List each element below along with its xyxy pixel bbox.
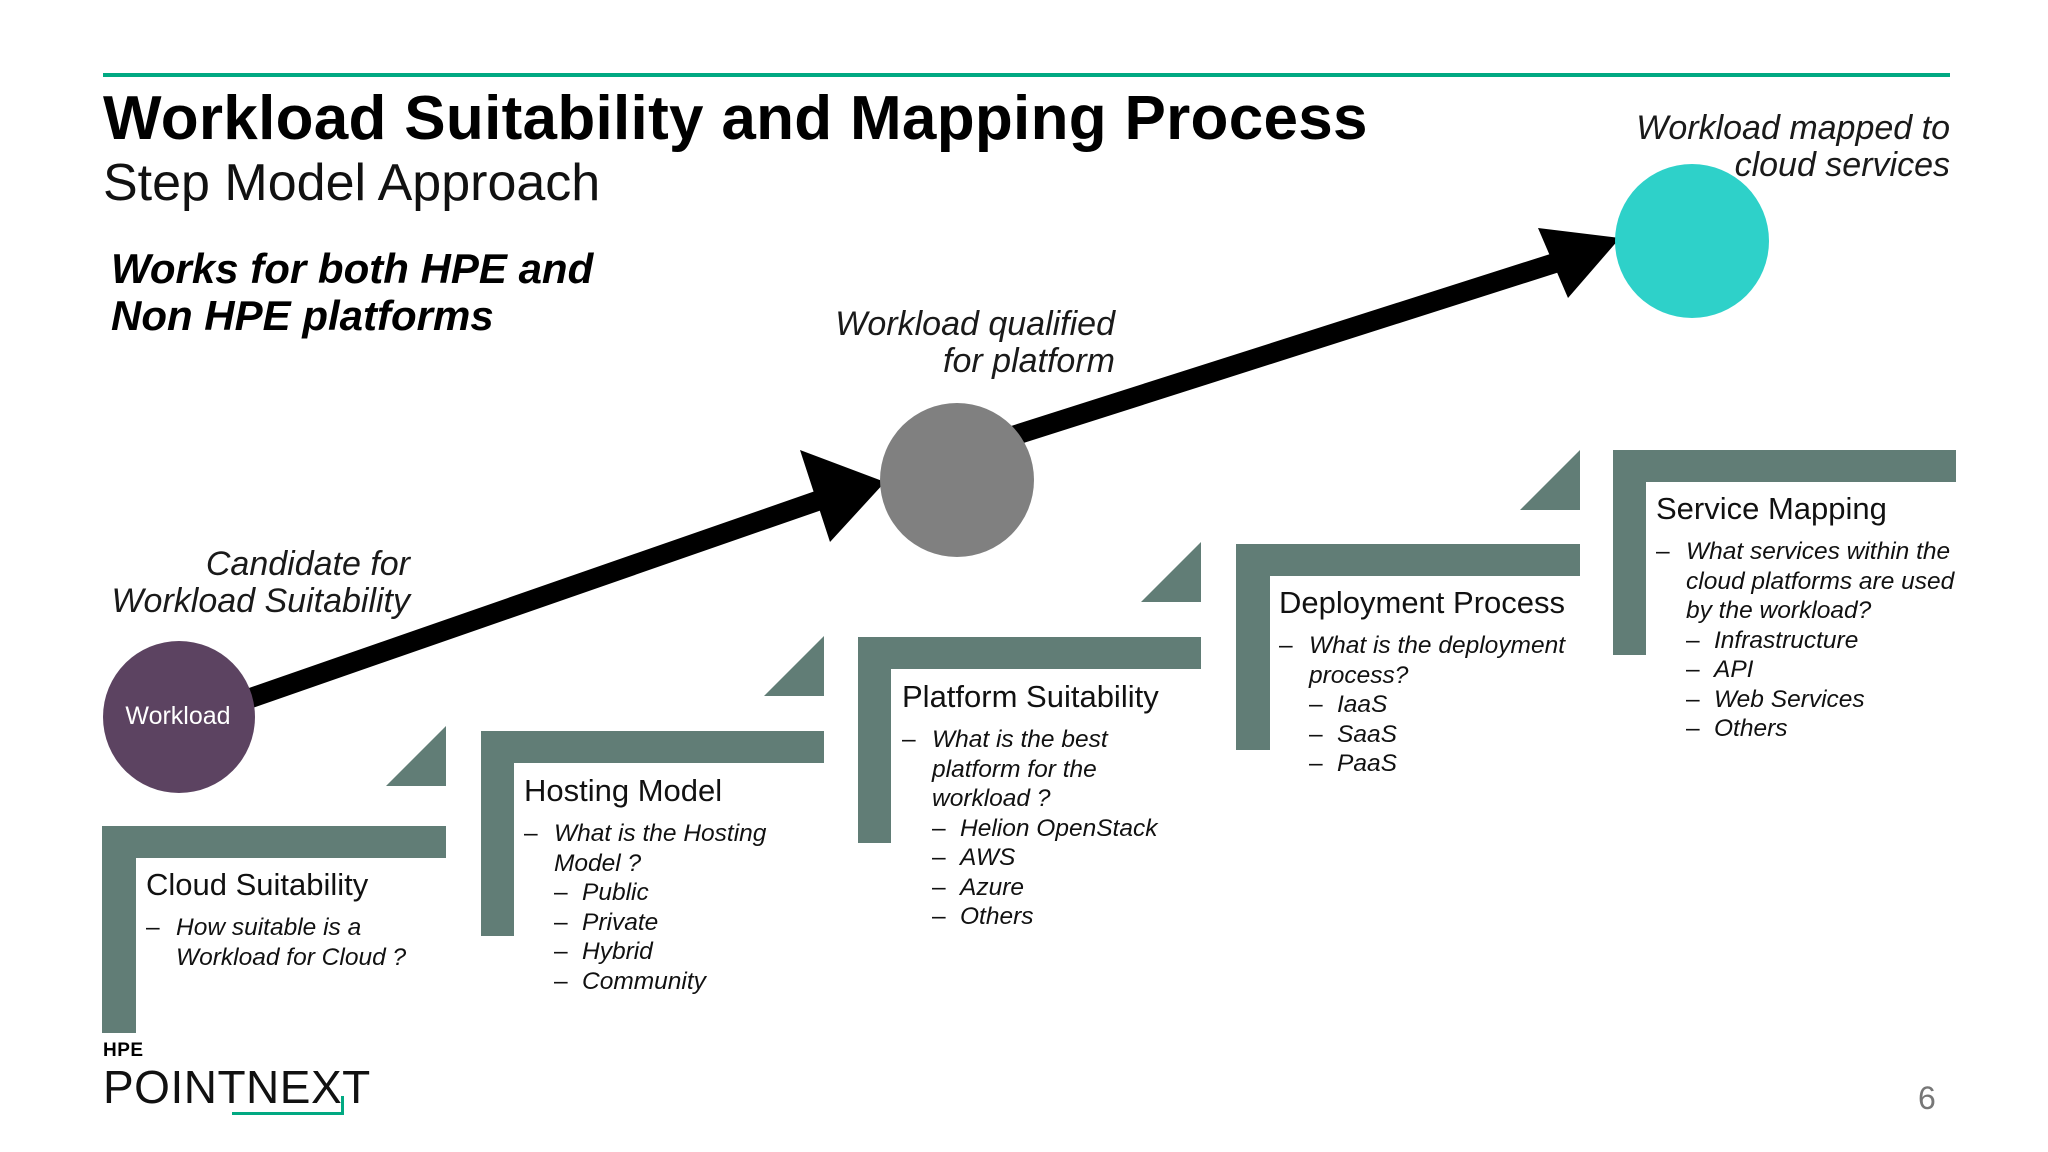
step-question-text: What is the Hosting Model ?: [554, 820, 767, 877]
page-number: 6: [1918, 1080, 1936, 1116]
brand-big-text: POINTNEXT: [103, 1061, 371, 1113]
step-title: Hosting Model: [524, 773, 723, 808]
workload-node-label: Workload: [125, 702, 231, 730]
step-options: Infrastructure API Web Services Others: [1686, 626, 1976, 744]
step-option: Others: [932, 902, 1177, 932]
step-questions: What is the best platform for the worklo…: [902, 725, 1177, 932]
step-title: Cloud Suitability: [146, 867, 369, 902]
step-title: Deployment Process: [1279, 585, 1566, 620]
page-title: Workload Suitability and Mapping Process: [103, 84, 1368, 153]
step-question: What is the best platform for the worklo…: [902, 725, 1177, 932]
brand-underline-tick: [341, 1096, 344, 1115]
step-questions: What is the deployment process? IaaS Saa…: [1279, 631, 1589, 779]
step-corner-triangle: [1520, 450, 1580, 510]
step-option: API: [1686, 655, 1976, 685]
step-bracket-top: [1613, 450, 1956, 482]
step-option: Azure: [932, 873, 1177, 903]
step-bracket-side: [102, 826, 136, 1033]
workload-node: [103, 641, 255, 793]
step-corner-triangle: [764, 636, 824, 696]
step-bracket-top: [481, 731, 824, 763]
step-bracket-side: [481, 731, 514, 936]
step-corner-triangle: [1141, 542, 1201, 602]
step-bracket-top: [1236, 544, 1580, 576]
step-option: AWS: [932, 843, 1177, 873]
brand-logo: HPE POINTNEXT: [103, 1040, 371, 1114]
arrowhead-1: [800, 450, 885, 542]
step-option: IaaS: [1309, 690, 1589, 720]
start-caption: Candidate for Workload Suitability: [111, 545, 410, 620]
step-option: Hybrid: [554, 937, 824, 967]
step-question-text: What is the best platform for the worklo…: [932, 726, 1108, 812]
arrow-line-1: [241, 490, 824, 710]
platform-note-text: Works for both HPE and Non HPE platforms: [111, 245, 594, 339]
step-option: Public: [554, 878, 824, 908]
step-question: How suitable is a Workload for Cloud ?: [146, 913, 466, 972]
step-options: IaaS SaaS PaaS: [1309, 690, 1589, 779]
step-questions: What services within the cloud platforms…: [1656, 537, 1976, 744]
step-option: SaaS: [1309, 720, 1589, 750]
step-question-text: What services within the cloud platforms…: [1686, 538, 1955, 624]
step-bracket-top: [858, 637, 1201, 669]
mid-caption: Workload qualified for platform: [835, 305, 1115, 380]
arrow-line-2: [996, 245, 1584, 450]
step-question: What is the deployment process? IaaS Saa…: [1279, 631, 1589, 779]
step-title: Service Mapping: [1656, 491, 1887, 526]
brand-small-text: HPE: [103, 1040, 144, 1061]
arrowhead-2: [1538, 228, 1620, 298]
step-option: Web Services: [1686, 685, 1976, 715]
step-bracket-side: [1236, 544, 1270, 750]
step-question: What services within the cloud platforms…: [1656, 537, 1976, 744]
step-options: Public Private Hybrid Community: [554, 878, 824, 996]
step-bracket-top: [102, 826, 446, 858]
step-option: Private: [554, 908, 824, 938]
step-option: Community: [554, 967, 824, 997]
platform-qualified-node: [880, 403, 1034, 557]
step-option: Helion OpenStack: [932, 814, 1177, 844]
page-subtitle: Step Model Approach: [103, 154, 601, 212]
top-accent-rule: [103, 73, 1950, 77]
step-questions: What is the Hosting Model ? Public Priva…: [524, 819, 824, 996]
step-options: Helion OpenStack AWS Azure Others: [932, 814, 1177, 932]
step-title: Platform Suitability: [902, 679, 1159, 714]
platform-note: Works for both HPE and Non HPE platforms: [111, 245, 631, 339]
end-caption: Workload mapped to cloud services: [1636, 109, 1950, 184]
brand-underline: [232, 1112, 344, 1115]
step-option: PaaS: [1309, 749, 1589, 779]
step-option: Others: [1686, 714, 1976, 744]
step-option: Infrastructure: [1686, 626, 1976, 656]
step-bracket-side: [858, 637, 891, 843]
cloud-services-node: [1615, 164, 1769, 318]
step-corner-triangle: [386, 726, 446, 786]
step-questions: How suitable is a Workload for Cloud ?: [146, 913, 466, 972]
step-bracket-side: [1613, 450, 1646, 655]
step-question-text: What is the deployment process?: [1309, 632, 1566, 689]
step-question: What is the Hosting Model ? Public Priva…: [524, 819, 824, 996]
